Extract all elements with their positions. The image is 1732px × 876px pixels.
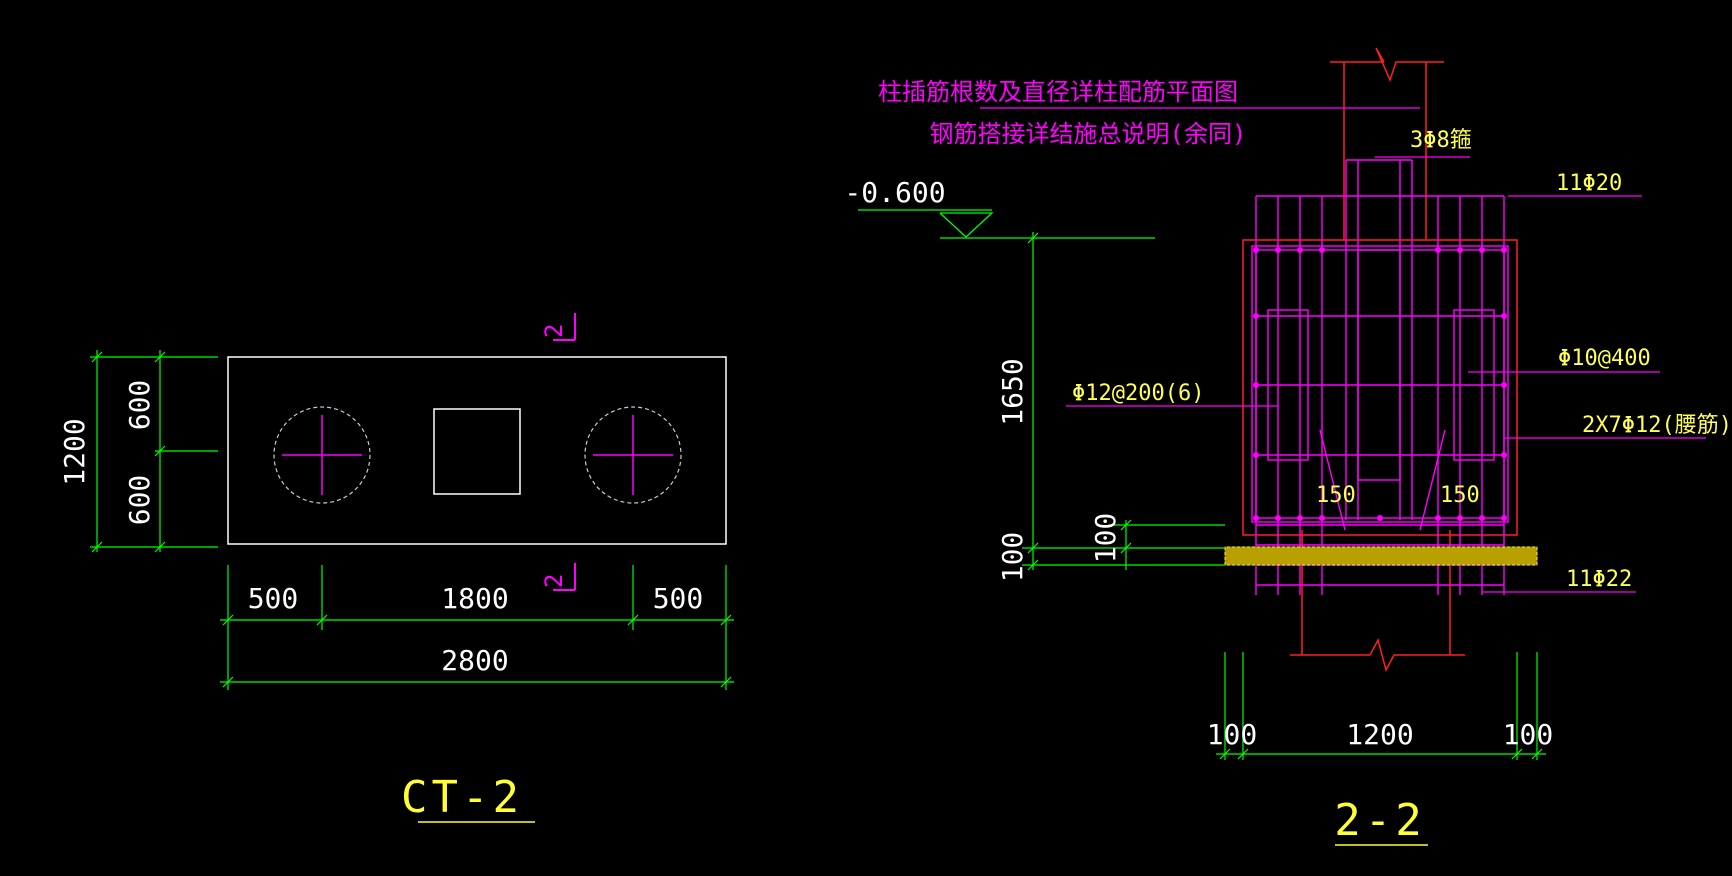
rebar-cage — [1251, 159, 1509, 595]
plan-title: CT-2 — [401, 772, 523, 823]
column-above — [1242, 47, 1518, 673]
cushion-layer — [1224, 546, 1538, 566]
slope-right-label: 150 — [1440, 483, 1480, 508]
plan-vertical-dims — [90, 350, 218, 553]
slope-left-label: 150 — [1316, 483, 1356, 508]
dim-plan-height-lower: 600 — [123, 475, 156, 526]
section-view: 柱插筋根数及直径详柱配筋平面图 钢筋搭接详结施总说明(余同) -0.600 — [844, 47, 1732, 846]
section-mark-top: 2 — [540, 324, 568, 338]
pile-right — [584, 406, 682, 504]
section-title: 2-2 — [1334, 795, 1425, 846]
rebar-dots — [1253, 247, 1507, 521]
stirrup-label: 3Φ8箍 — [1410, 128, 1472, 153]
pile-cap-outline — [227, 356, 727, 545]
dim-plan-width-left: 500 — [248, 582, 299, 615]
elevation-label: -0.600 — [844, 176, 945, 209]
waist-bars-label: 2X7Φ12(腰筋) — [1582, 413, 1732, 438]
dim-bottom-width: 1200 — [1346, 718, 1413, 751]
side-bars-label: Φ10@400 — [1558, 346, 1651, 371]
dim-bottom-left: 100 — [1207, 718, 1258, 751]
dim-plan-width-total: 2800 — [441, 644, 508, 677]
section-mark-bottom: 2 — [540, 574, 568, 588]
dim-depth: 1650 — [996, 358, 1029, 425]
column-outline — [433, 408, 521, 495]
section-bottom-dims — [1216, 652, 1546, 760]
dim-cover: 100 — [1089, 513, 1122, 564]
dim-bottom-right: 100 — [1503, 718, 1554, 751]
dim-plan-height-total: 1200 — [58, 418, 91, 485]
dim-plan-height-upper: 600 — [123, 380, 156, 431]
dim-plan-width-right: 500 — [653, 582, 704, 615]
pile-left — [273, 406, 371, 504]
ties-label: Φ12@200(6) — [1072, 381, 1204, 406]
top-bars-label: 11Φ20 — [1556, 171, 1622, 196]
note-line-1: 柱插筋根数及直径详柱配筋平面图 — [878, 78, 1238, 106]
dim-cushion: 100 — [996, 532, 1029, 583]
section-vertical-dims — [1022, 232, 1225, 571]
bottom-bars-label: 11Φ22 — [1566, 567, 1632, 592]
note-line-2: 钢筋搭接详结施总说明(余同) — [930, 120, 1247, 148]
plan-view: 2 2 1200 600 600 — [58, 313, 734, 823]
plan-horizontal-dims — [220, 565, 734, 690]
dim-plan-width-mid: 1800 — [441, 582, 508, 615]
